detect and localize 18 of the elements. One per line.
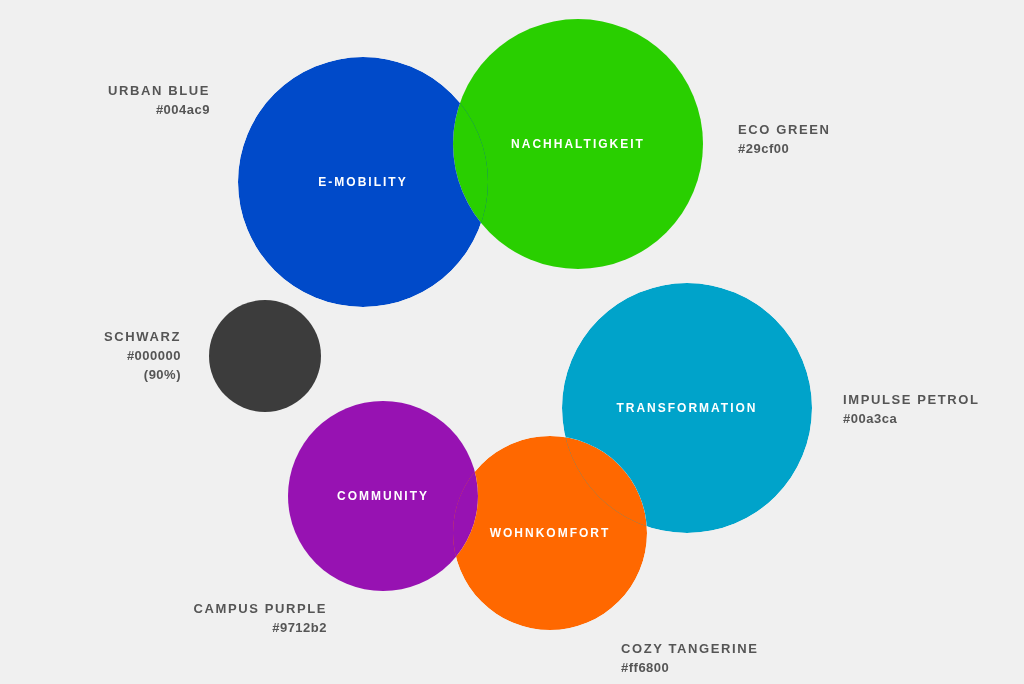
color-name: ECO GREEN <box>738 122 831 138</box>
color-code: #004ac9 <box>155 102 210 118</box>
circle-label: NACHHALTIGKEIT <box>511 136 645 152</box>
color-name: SCHWARZ <box>104 329 181 345</box>
color-name: URBAN BLUE <box>108 83 210 99</box>
color-code: #ff6800 <box>621 660 670 676</box>
circle-label: WOHNKOMFORT <box>489 525 611 541</box>
color-name: COZY TANGERINE <box>621 641 759 657</box>
color-code: (90%) <box>143 367 181 383</box>
color-code: #29cf00 <box>738 141 790 157</box>
color-name: CAMPUS PURPLE <box>193 601 327 617</box>
color-name: IMPULSE PETROL <box>843 392 980 408</box>
color-code: #00a3ca <box>843 411 898 427</box>
circle-label: COMMUNITY <box>337 488 429 504</box>
circle-label: E-MOBILITY <box>318 174 408 190</box>
color-code: #000000 <box>126 348 181 364</box>
circle-label: TRANSFORMATION <box>616 400 758 416</box>
color-code: #9712b2 <box>272 620 327 636</box>
